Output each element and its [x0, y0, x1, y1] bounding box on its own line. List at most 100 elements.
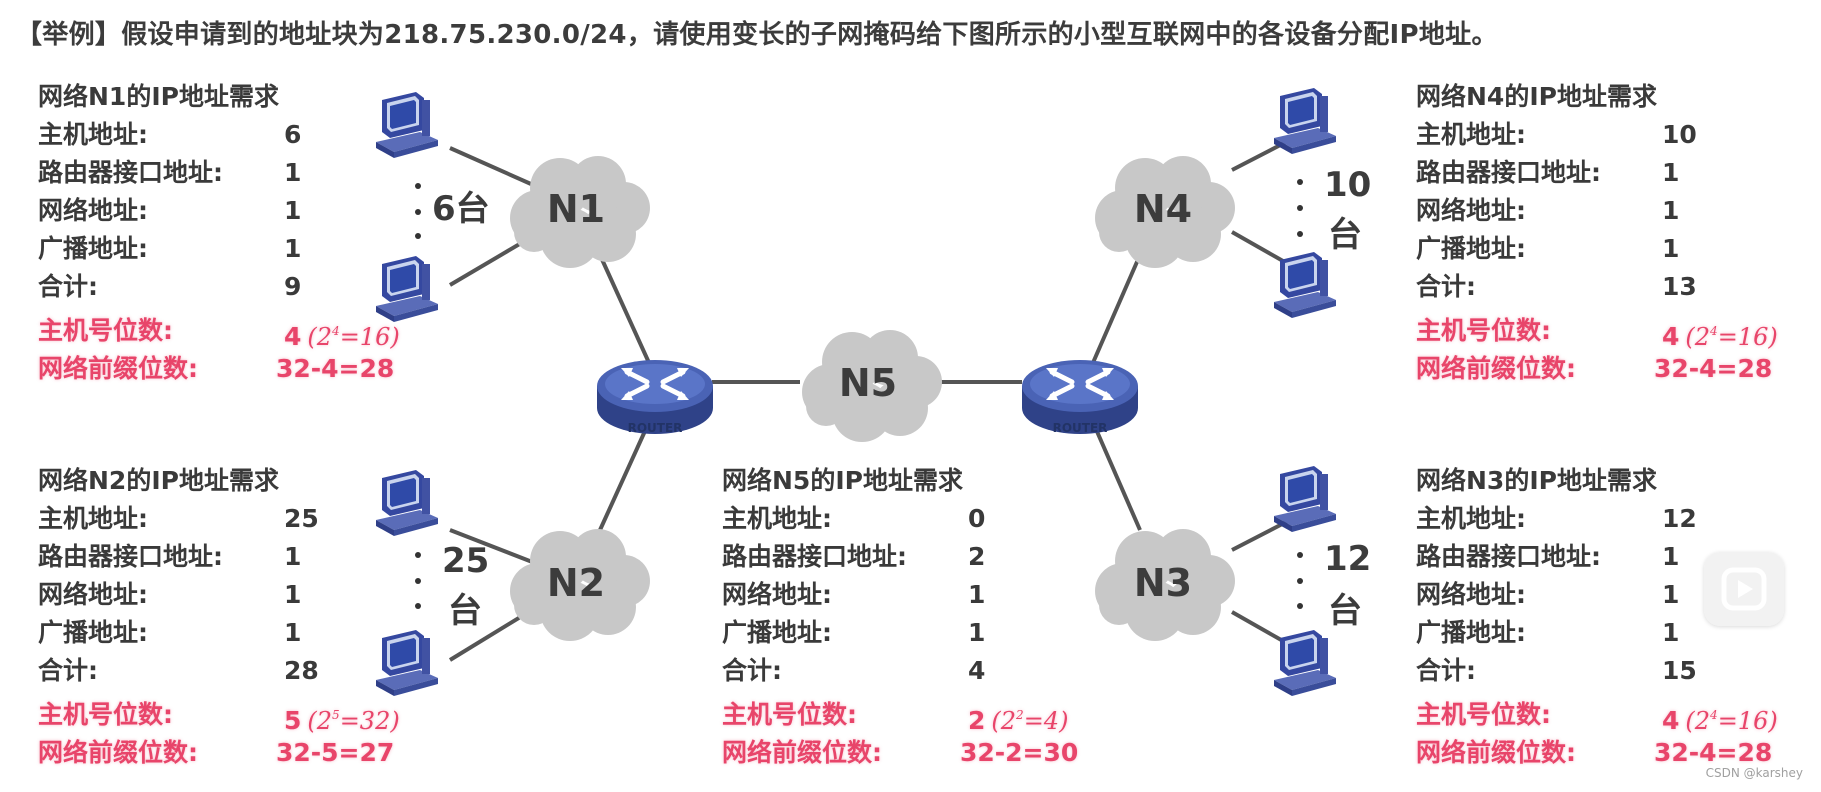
hosts-value: 25: [284, 504, 319, 533]
net-addr-label: 网络地址:: [1416, 580, 1526, 609]
router-if-value: 1: [284, 542, 302, 571]
hosts-value: 12: [1662, 504, 1697, 533]
total-value: 15: [1662, 656, 1697, 685]
panel-n3: 网络N3的IP地址需求 主机地址:12 路由器接口地址:1 网络地址:1 广播地…: [1416, 462, 1778, 772]
host-bits-label: 主机号位数:: [1416, 316, 1551, 345]
panel-heading: 网络N3的IP地址需求: [1416, 466, 1657, 495]
prefix-value: 32-5=27: [276, 738, 395, 767]
page-title: 【举例】假设申请到的地址块为218.75.230.0/24，请使用变长的子网掩码…: [16, 20, 1498, 50]
router-if-value: 2: [968, 542, 986, 571]
host-count-n4-unit: 台: [1328, 215, 1362, 255]
host-count-n3-number: 12: [1324, 539, 1371, 579]
total-value: 13: [1662, 272, 1697, 301]
panel-n4: 网络N4的IP地址需求 主机地址:10 路由器接口地址:1 网络地址:1 广播地…: [1416, 78, 1778, 388]
prefix-label: 网络前缀位数:: [1416, 738, 1576, 767]
router-if-value: 1: [1662, 542, 1680, 571]
net-addr-value: 1: [1662, 196, 1680, 225]
hosts-label: 主机地址:: [1416, 120, 1526, 149]
total-value: 4: [968, 656, 986, 685]
hosts-value: 0: [968, 504, 986, 533]
host-bits-formula: (22=4): [991, 707, 1069, 735]
bcast-label: 广播地址:: [1416, 618, 1526, 647]
host-count-n1: 6台: [432, 189, 490, 229]
panel-heading: 网络N4的IP地址需求: [1416, 82, 1657, 111]
total-label: 合计:: [722, 656, 782, 685]
cloud-label-n1: N1: [547, 187, 605, 231]
panel-n1: 网络N1的IP地址需求 主机地址:6 路由器接口地址:1 网络地址:1 广播地址…: [38, 78, 400, 388]
bcast-value: 1: [284, 618, 302, 647]
bcast-value: 1: [1662, 234, 1680, 263]
hosts-label: 主机地址:: [38, 504, 148, 533]
bcast-value: 1: [284, 234, 302, 263]
panel-n5: 网络N5的IP地址需求 主机地址:0 路由器接口地址:2 网络地址:1 广播地址…: [722, 462, 1078, 772]
host-bits-value: 2: [968, 706, 986, 735]
prefix-label: 网络前缀位数:: [38, 354, 198, 383]
prefix-value: 32-4=28: [276, 354, 395, 383]
hosts-value: 10: [1662, 120, 1697, 149]
bcast-value: 1: [968, 618, 986, 647]
net-addr-label: 网络地址:: [1416, 196, 1526, 225]
cloud-label-n4: N4: [1134, 187, 1192, 231]
prefix-label: 网络前缀位数:: [1416, 354, 1576, 383]
pc-icon: [1274, 88, 1336, 154]
pc-icon: [376, 92, 438, 158]
host-count-n4-number: 10: [1324, 165, 1371, 205]
hosts-label: 主机地址:: [38, 120, 148, 149]
pc-icon: [1274, 466, 1336, 532]
total-label: 合计:: [38, 656, 98, 685]
net-addr-value: 1: [284, 580, 302, 609]
net-addr-label: 网络地址:: [38, 196, 148, 225]
watermark: CSDN @karshey: [1705, 766, 1803, 780]
total-value: 9: [284, 272, 302, 301]
host-bits-value: 4: [1662, 706, 1680, 735]
bcast-label: 广播地址:: [38, 618, 148, 647]
host-bits-value: 5: [284, 706, 302, 735]
host-bits-formula: (24=16): [1685, 323, 1778, 351]
host-bits-label: 主机号位数:: [38, 700, 173, 729]
net-addr-label: 网络地址:: [38, 580, 148, 609]
router-if-label: 路由器接口地址:: [38, 158, 223, 187]
router-right-label: ROUTER: [1053, 421, 1108, 435]
panel-n2: 网络N2的IP地址需求 主机地址:25 路由器接口地址:1 网络地址:1 广播地…: [38, 462, 400, 772]
play-icon: [1721, 567, 1767, 611]
host-bits-value: 4: [284, 322, 302, 351]
cloud-label-n5: N5: [839, 361, 897, 405]
host-bits-label: 主机号位数:: [722, 700, 857, 729]
host-bits-label: 主机号位数:: [1416, 700, 1551, 729]
net-addr-label: 网络地址:: [722, 580, 832, 609]
router-if-value: 1: [1662, 158, 1680, 187]
prefix-label: 网络前缀位数:: [38, 738, 198, 767]
host-count-n2-unit: 台: [448, 591, 482, 631]
router-if-label: 路由器接口地址:: [1416, 542, 1601, 571]
pc-icon: [1274, 630, 1336, 696]
router-if-label: 路由器接口地址:: [38, 542, 223, 571]
host-count-n3-unit: 台: [1328, 591, 1362, 631]
host-bits-value: 4: [1662, 322, 1680, 351]
prefix-value: 32-4=28: [1654, 354, 1773, 383]
prefix-label: 网络前缀位数:: [722, 738, 882, 767]
net-addr-value: 1: [1662, 580, 1680, 609]
bcast-value: 1: [1662, 618, 1680, 647]
router-left-label: ROUTER: [628, 421, 683, 435]
prefix-value: 32-2=30: [960, 738, 1079, 767]
host-count-n2-number: 25: [442, 541, 489, 581]
play-button[interactable]: [1704, 552, 1784, 626]
cloud-label-n3: N3: [1134, 561, 1192, 605]
router-if-value: 1: [284, 158, 302, 187]
prefix-value: 32-4=28: [1654, 738, 1773, 767]
pc-icon: [1274, 252, 1336, 318]
total-label: 合计:: [1416, 272, 1476, 301]
panel-heading: 网络N1的IP地址需求: [38, 82, 279, 111]
total-value: 28: [284, 656, 319, 685]
bcast-label: 广播地址:: [722, 618, 832, 647]
host-bits-label: 主机号位数:: [38, 316, 173, 345]
panel-heading: 网络N5的IP地址需求: [722, 466, 963, 495]
host-bits-formula: (24=16): [307, 323, 400, 351]
hosts-value: 6: [284, 120, 302, 149]
pc-icon: [376, 470, 438, 536]
host-bits-formula: (25=32): [307, 707, 400, 735]
cloud-label-n2: N2: [547, 561, 605, 605]
total-label: 合计:: [38, 272, 98, 301]
net-addr-value: 1: [968, 580, 986, 609]
